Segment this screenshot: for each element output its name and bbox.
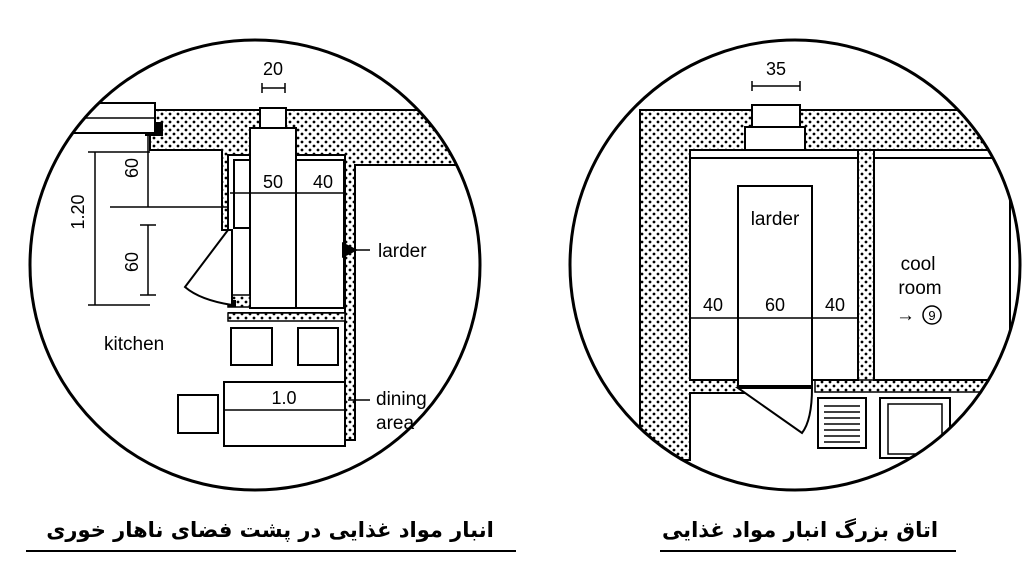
left-shelf-right	[295, 159, 345, 309]
right-partition	[857, 149, 875, 386]
left-dining-label-1: dining	[376, 389, 427, 410]
left-mid-wall	[227, 312, 346, 322]
right-ref-circle	[922, 305, 942, 325]
left-caption: انبار مواد غذایی در پشت فضای ناهار خوری	[46, 518, 494, 542]
left-table-dim: 1.0	[271, 388, 296, 408]
left-plan-walls	[70, 102, 461, 441]
right-opening-dim: 35	[766, 59, 786, 79]
right-circle-frame	[568, 38, 1022, 492]
right-larder-room	[744, 126, 806, 151]
left-circle-frame	[28, 38, 482, 492]
left-lower-depth-dim: 60	[122, 252, 142, 272]
right-plan-walls	[639, 109, 1011, 461]
left-dining-label-2: area	[376, 413, 414, 434]
right-shelf-left-dim: 40	[703, 295, 723, 315]
left-opening-dim: 20	[263, 59, 283, 79]
left-stool-2	[297, 327, 339, 366]
left-shelf-left-dim: 50	[263, 172, 283, 192]
right-ref-arrow: →	[896, 305, 915, 326]
left-dining-table	[223, 381, 346, 447]
right-shelf-right-dim: 40	[825, 295, 845, 315]
left-kitchen-label: kitchen	[104, 334, 164, 355]
right-aisle-dim: 60	[765, 295, 785, 315]
left-shelf-right-dim: 40	[313, 172, 333, 192]
left-upper-depth-dim: 60	[122, 158, 142, 178]
left-plan: 20 50 40 60 1.20 60 larder	[28, 38, 482, 492]
left-door-swing	[183, 229, 233, 307]
right-central-table	[737, 185, 813, 387]
right-cool-label-2: room	[898, 278, 941, 299]
left-stool-1	[230, 327, 273, 366]
right-caption: اتاق بزرگ انبار مواد غذایی	[661, 518, 939, 542]
left-opening	[259, 107, 287, 129]
right-caption-underline	[660, 550, 956, 552]
right-opening	[751, 104, 801, 128]
right-door-swing	[734, 387, 814, 435]
left-shelf-thin	[233, 159, 251, 229]
right-cool-label-1: cool	[901, 254, 936, 275]
left-shelf-unit	[249, 127, 297, 309]
right-cool-room	[873, 157, 1011, 381]
left-larder-label: larder	[378, 241, 427, 262]
left-stool-3	[177, 394, 219, 434]
left-total-depth-dim: 1.20	[68, 194, 88, 229]
right-ref-number: 9	[928, 308, 935, 323]
left-caption-underline	[26, 550, 516, 552]
right-larder-label: larder	[751, 209, 800, 230]
right-plan: 35 larder 40 60 40 cool room → 9	[568, 38, 1022, 492]
